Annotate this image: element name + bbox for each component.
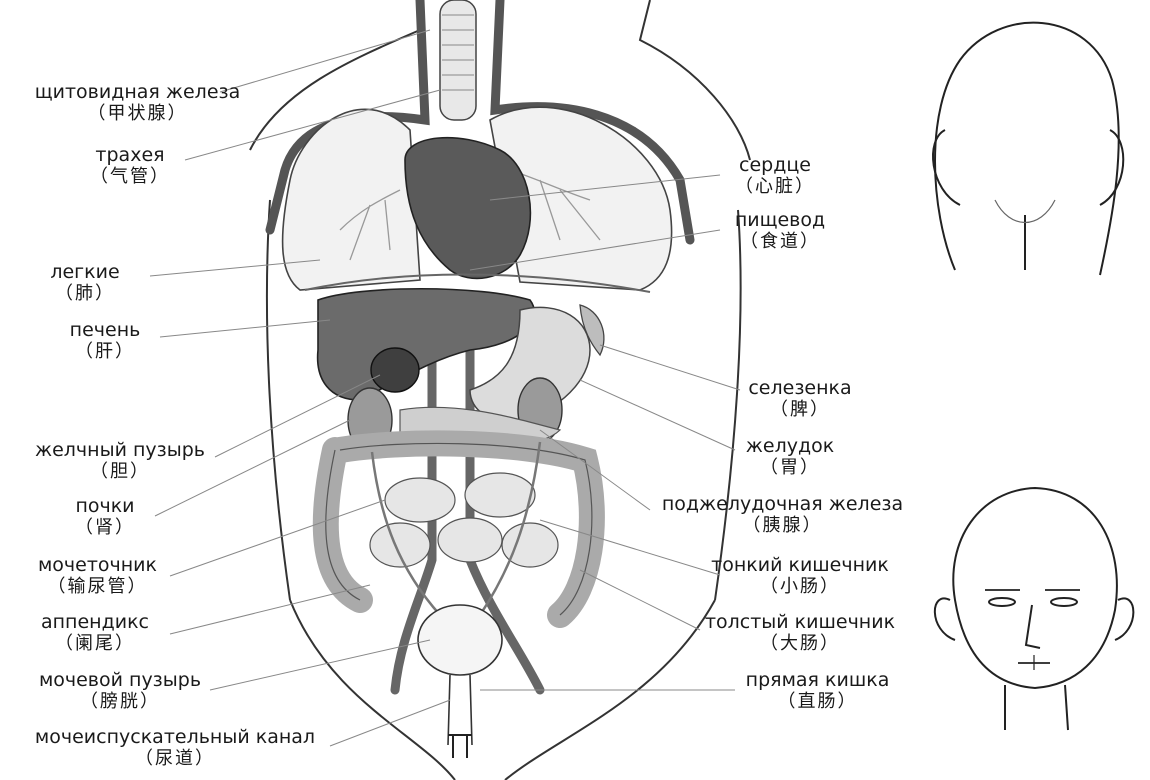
label-esophagus-zh: （食道） bbox=[720, 232, 840, 253]
label-kidneys-ru: почки bbox=[55, 496, 155, 518]
label-small-intestine: тонкий кишечник （小肠） bbox=[700, 555, 900, 598]
label-stomach-ru: желудок bbox=[730, 436, 850, 458]
label-pancreas: поджелудочная железа （胰腺） bbox=[650, 494, 915, 537]
label-liver-zh: （肝） bbox=[50, 342, 160, 363]
label-thyroid-ru: щитовидная железа bbox=[30, 82, 245, 104]
bladder-shape bbox=[418, 605, 502, 675]
heart-shape bbox=[405, 138, 530, 279]
label-liver-ru: печень bbox=[50, 320, 160, 342]
label-urethra-ru: мочеиспускательный канал bbox=[30, 727, 320, 749]
label-large-intestine: толстый кишечник （大肠） bbox=[690, 612, 910, 655]
label-esophagus-ru: пищевод bbox=[720, 210, 840, 232]
label-trachea-zh: （气管） bbox=[70, 167, 190, 188]
label-spleen: селезенка （脾） bbox=[735, 378, 865, 421]
head-front-view bbox=[935, 488, 1134, 730]
label-spleen-zh: （脾） bbox=[735, 400, 865, 421]
label-gallbladder: желчный пузырь （胆） bbox=[30, 440, 210, 483]
label-urethra: мочеиспускательный канал （尿道） bbox=[30, 727, 320, 770]
label-gallbladder-zh: （胆） bbox=[30, 462, 210, 483]
label-rectum-ru: прямая кишка bbox=[730, 670, 905, 692]
label-heart: сердце （心脏） bbox=[720, 155, 830, 198]
label-kidneys: почки （肾） bbox=[55, 496, 155, 539]
label-stomach-zh: （胃） bbox=[730, 458, 850, 479]
label-pancreas-ru: поджелудочная железа bbox=[650, 494, 915, 516]
label-lungs: легкие （肺） bbox=[30, 262, 140, 305]
head-back-view bbox=[933, 23, 1123, 275]
label-rectum-zh: （直肠） bbox=[730, 692, 905, 713]
gallbladder-shape bbox=[371, 348, 419, 392]
label-appendix: аппендикс （阑尾） bbox=[30, 612, 160, 655]
label-appendix-ru: аппендикс bbox=[30, 612, 160, 634]
label-trachea: трахея （气管） bbox=[70, 145, 190, 188]
label-liver: печень （肝） bbox=[50, 320, 160, 363]
label-large-intestine-zh: （大肠） bbox=[690, 634, 910, 655]
label-ureter: мочеточник （输尿管） bbox=[30, 555, 165, 598]
label-appendix-zh: （阑尾） bbox=[30, 634, 160, 655]
label-lungs-ru: легкие bbox=[30, 262, 140, 284]
label-heart-zh: （心脏） bbox=[720, 177, 830, 198]
label-gallbladder-ru: желчный пузырь bbox=[30, 440, 210, 462]
label-lungs-zh: （肺） bbox=[30, 284, 140, 305]
label-thyroid: щитовидная железа （甲状腺） bbox=[30, 82, 245, 125]
label-trachea-ru: трахея bbox=[70, 145, 190, 167]
label-pancreas-zh: （胰腺） bbox=[650, 516, 915, 537]
label-small-intestine-zh: （小肠） bbox=[700, 577, 900, 598]
label-rectum: прямая кишка （直肠） bbox=[730, 670, 905, 713]
label-ureter-zh: （输尿管） bbox=[30, 577, 165, 598]
label-thyroid-zh: （甲状腺） bbox=[30, 104, 245, 125]
label-bladder-ru: мочевой пузырь bbox=[30, 670, 210, 692]
label-urethra-zh: （尿道） bbox=[30, 749, 320, 770]
label-kidneys-zh: （肾） bbox=[55, 518, 155, 539]
label-spleen-ru: селезенка bbox=[735, 378, 865, 400]
label-stomach: желудок （胃） bbox=[730, 436, 850, 479]
label-heart-ru: сердце bbox=[720, 155, 830, 177]
label-ureter-ru: мочеточник bbox=[30, 555, 165, 577]
trachea-shape bbox=[440, 0, 476, 120]
label-bladder-zh: （膀胱） bbox=[30, 692, 210, 713]
label-bladder: мочевой пузырь （膀胱） bbox=[30, 670, 210, 713]
label-small-intestine-ru: тонкий кишечник bbox=[700, 555, 900, 577]
label-large-intestine-ru: толстый кишечник bbox=[690, 612, 910, 634]
label-esophagus: пищевод （食道） bbox=[720, 210, 840, 253]
